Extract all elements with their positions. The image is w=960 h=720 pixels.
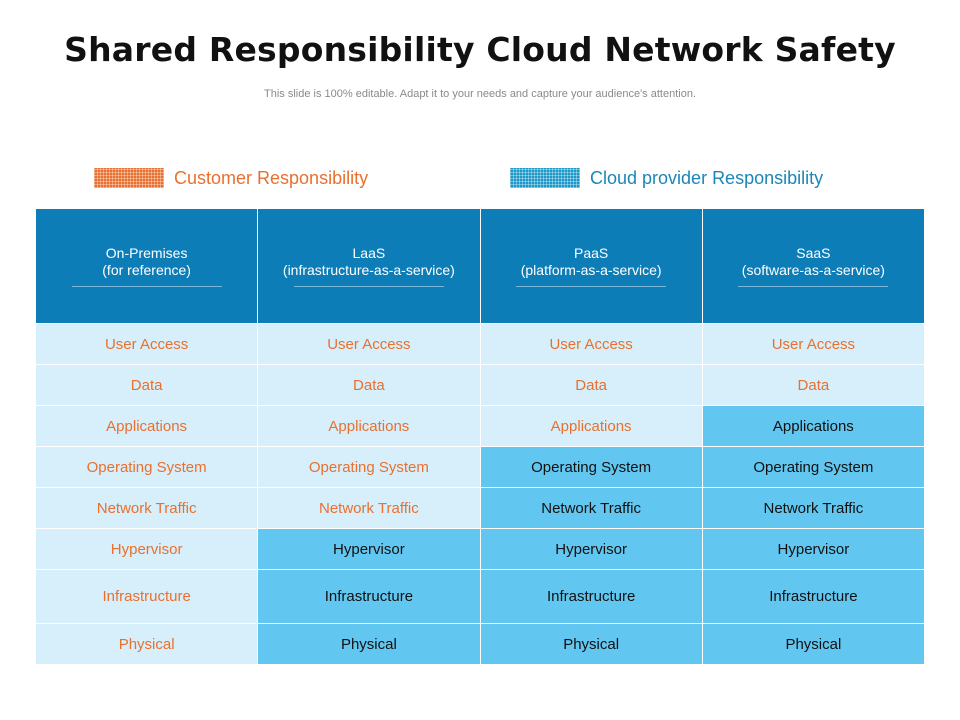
table-cell-provider: Infrastructure (479, 569, 703, 624)
table-cell-customer: Hypervisor (34, 528, 259, 570)
table-cell-provider: Network Traffic (479, 487, 703, 529)
table-cell-customer: Data (34, 364, 259, 406)
table-cell-provider: Network Traffic (701, 487, 926, 529)
table-cell-customer: Physical (34, 623, 259, 665)
table-cell-customer: Data (479, 364, 703, 406)
column-header-paas: PaaS (platform-as-a-service) (479, 208, 703, 324)
legend-customer-swatch (94, 168, 164, 188)
table-cell-customer: Applications (479, 405, 703, 447)
table-cell-customer: Data (701, 364, 926, 406)
legend-cloud-label: Cloud provider Responsibility (590, 167, 824, 188)
table-cell-provider: Operating System (701, 446, 926, 488)
table-cell-customer: Applications (34, 405, 259, 447)
table-cell-customer: Infrastructure (34, 569, 259, 624)
responsibility-table: On-Premises (for reference) LaaS (infras… (34, 208, 926, 665)
table-cell-customer: Applications (257, 405, 481, 447)
table-cell-customer: Data (257, 364, 481, 406)
column-header-name: On-Premises (105, 245, 188, 261)
table-cell-provider: Hypervisor (479, 528, 703, 570)
table-cell-provider: Operating System (479, 446, 703, 488)
table-cell-provider: Hypervisor (701, 528, 926, 570)
table-cell-customer: Network Traffic (34, 487, 259, 529)
column-header-sub: (infrastructure-as-a-service) (282, 262, 455, 278)
page-subtitle: This slide is 100% editable. Adapt it to… (264, 88, 696, 100)
column-header-on-premises: On-Premises (for reference) (34, 208, 259, 324)
table-cell-provider: Infrastructure (701, 569, 926, 624)
legend-customer: Customer Responsibility (94, 166, 368, 190)
column-header-saas: SaaS (software-as-a-service) (701, 208, 926, 324)
table-cell-provider: Physical (479, 623, 703, 665)
table-cell-customer: User Access (701, 323, 926, 365)
legend-cloud-swatch (510, 168, 580, 188)
table-cell-customer: User Access (257, 323, 481, 365)
column-header-divider (516, 286, 667, 287)
column-header-divider (738, 286, 889, 287)
table-cell-provider: Hypervisor (257, 528, 481, 570)
page-title: Shared Responsibility Cloud Network Safe… (64, 30, 896, 69)
column-header-sub: (platform-as-a-service) (520, 262, 662, 278)
column-header-name: SaaS (796, 245, 831, 261)
column-header-laas: LaaS (infrastructure-as-a-service) (257, 208, 481, 324)
column-header-divider (293, 286, 444, 287)
table-cell-customer: Operating System (34, 446, 259, 488)
table-cell-provider: Physical (701, 623, 926, 665)
legend-customer-label: Customer Responsibility (174, 167, 369, 188)
column-header-sub: (for reference) (102, 262, 191, 278)
table-cell-customer: User Access (479, 323, 703, 365)
table-cell-customer: Network Traffic (257, 487, 481, 529)
table-cell-provider: Physical (257, 623, 481, 665)
table-cell-provider: Infrastructure (257, 569, 481, 624)
legend-cloud: Cloud provider Responsibility (510, 166, 823, 190)
table-cell-customer: User Access (34, 323, 259, 365)
table-cell-provider: Applications (701, 405, 926, 447)
column-header-name: PaaS (574, 245, 609, 261)
table-cell-customer: Operating System (257, 446, 481, 488)
column-header-sub: (software-as-a-service) (741, 262, 885, 278)
column-header-divider (71, 286, 222, 287)
column-header-name: LaaS (352, 245, 386, 261)
table-header-row: On-Premises (for reference) LaaS (infras… (34, 208, 926, 324)
